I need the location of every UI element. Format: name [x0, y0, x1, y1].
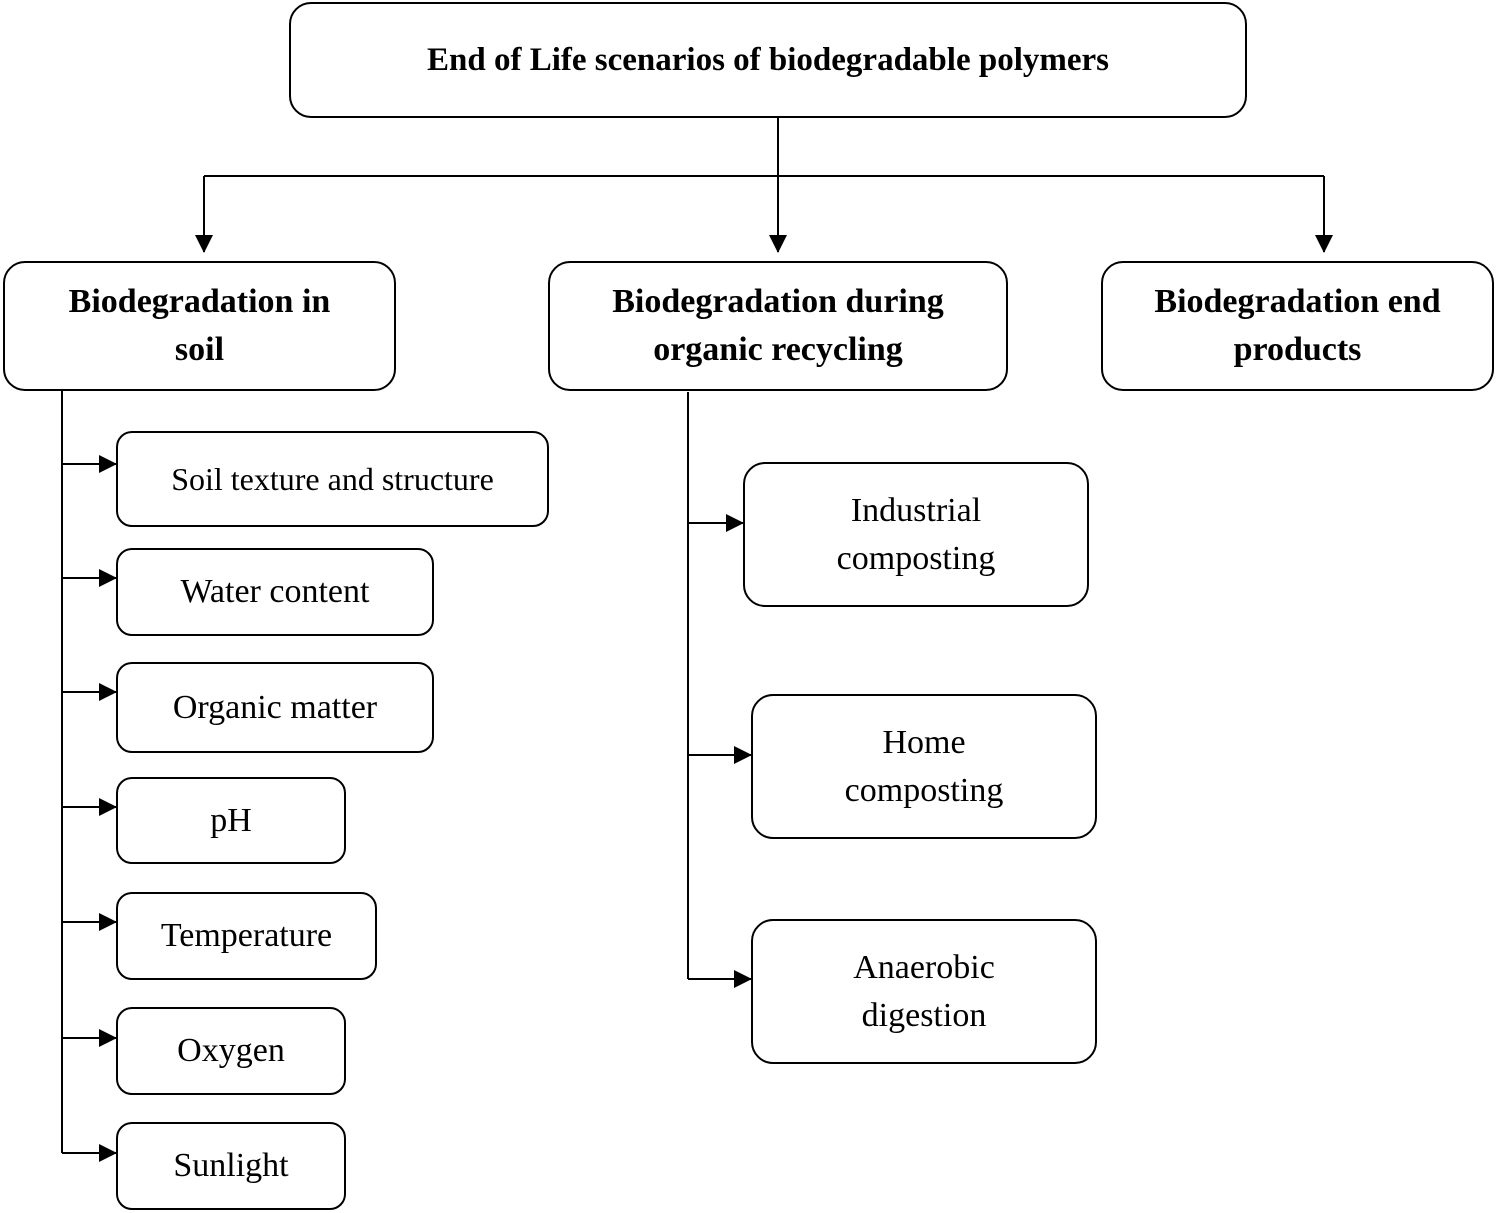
- soil-factor-oxygen: Oxygen: [116, 1007, 346, 1095]
- recycling-option-label-line2: composting: [836, 539, 996, 577]
- category-soil-label-line1: Biodegradation in: [68, 283, 331, 320]
- soil-factor-label: Temperature: [160, 917, 333, 954]
- soil-factor-label: Soil texture and structure: [171, 461, 494, 497]
- recycling-option-anaerobic-digestion: Anaerobic digestion: [751, 919, 1097, 1064]
- category-end-products-label-line2: products: [1233, 331, 1362, 368]
- category-node-soil: Biodegradation in soil: [3, 261, 396, 391]
- category-node-end-products: Biodegradation end products: [1101, 261, 1494, 391]
- category-organic-label-line2: organic recycling: [653, 331, 903, 368]
- soil-factor-ph: pH: [116, 777, 346, 864]
- recycling-option-home-composting: Home composting: [751, 694, 1097, 839]
- soil-factor-label: Organic matter: [172, 688, 378, 726]
- root-label: End of Life scenarios of biodegradable p…: [427, 41, 1109, 78]
- recycling-option-label-line2: composting: [844, 771, 1004, 809]
- soil-factor-label: Sunlight: [173, 1147, 289, 1184]
- category-organic-label-line1: Biodegradation during: [612, 283, 944, 320]
- soil-factor-sunlight: Sunlight: [116, 1122, 346, 1210]
- category-soil-label-line2: soil: [174, 331, 225, 368]
- recycling-option-label-line2: digestion: [861, 996, 987, 1034]
- root-node: End of Life scenarios of biodegradable p…: [289, 2, 1247, 118]
- soil-factor-soil-texture: Soil texture and structure: [116, 431, 549, 527]
- soil-factor-organic-matter: Organic matter: [116, 662, 434, 753]
- recycling-option-label-line1: Industrial: [850, 491, 982, 529]
- recycling-option-label-line1: Home: [882, 723, 966, 761]
- category-node-organic-recycling: Biodegradation during organic recycling: [548, 261, 1008, 391]
- soil-factor-water-content: Water content: [116, 548, 434, 636]
- soil-factor-label: Oxygen: [177, 1032, 285, 1069]
- soil-factor-label: pH: [210, 801, 252, 839]
- category-end-products-label-line1: Biodegradation end: [1154, 283, 1441, 320]
- soil-factor-label: Water content: [180, 573, 370, 610]
- recycling-option-label-line1: Anaerobic: [853, 948, 995, 986]
- soil-factor-temperature: Temperature: [116, 892, 377, 980]
- recycling-option-industrial-composting: Industrial composting: [743, 462, 1089, 607]
